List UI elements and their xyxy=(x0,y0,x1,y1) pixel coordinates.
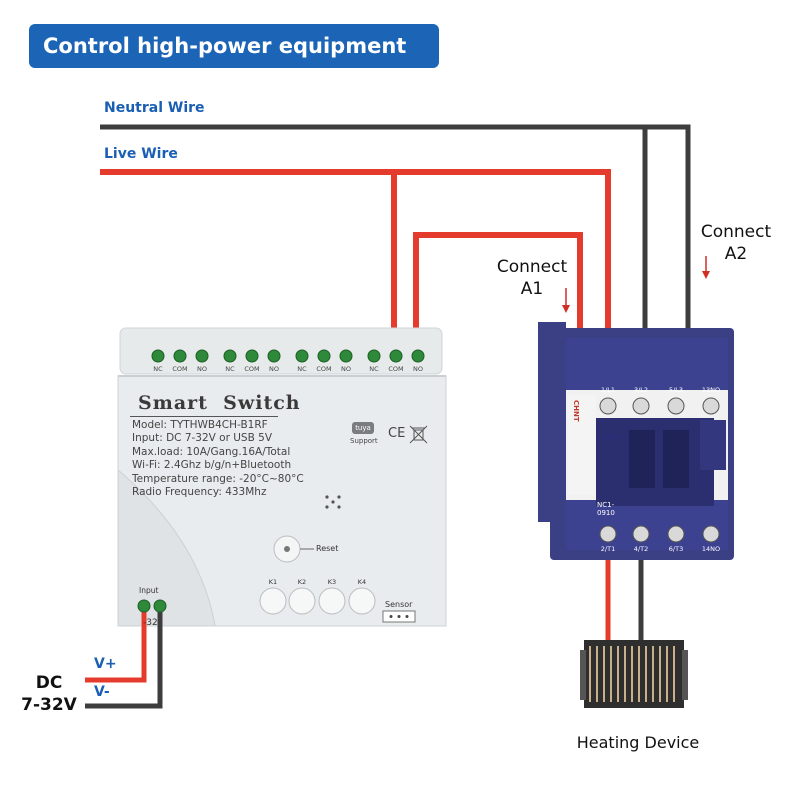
input-range-label: -32 xyxy=(143,618,158,628)
terminal-label: 2/T1 xyxy=(600,545,616,553)
no-to-a1-wire xyxy=(413,232,583,352)
terminal-label: NC xyxy=(297,365,307,373)
spec-line: Model: TYTHWB4CH-B1RF xyxy=(132,419,268,431)
contactor-brand-side: CHNT xyxy=(572,400,580,422)
bin-icon xyxy=(409,425,428,444)
contactor-body xyxy=(538,322,734,560)
sensor-label: Sensor xyxy=(385,600,413,609)
spec-line: Max.load: 10A/Gang.16A/Total xyxy=(132,445,291,458)
terminal-label: 3/L2 xyxy=(633,386,649,394)
terminal-label: COM xyxy=(244,365,260,373)
key-label-k3: K3 xyxy=(327,578,337,586)
terminal-label: NO xyxy=(197,365,207,373)
key-buttons xyxy=(259,587,376,615)
contactor-terminals xyxy=(599,397,720,543)
device-specs: Model: TYTHWB4CH-B1RF Input: DC 7-32V or… xyxy=(132,419,304,499)
terminal-label: COM xyxy=(316,365,332,373)
live-wire xyxy=(100,169,611,352)
page-title: Control high-power equipment xyxy=(29,24,439,68)
relay-terminals xyxy=(151,349,425,363)
terminal-labels: NC COM NO NC COM NO NC COM NO NC COM NO xyxy=(0,365,800,375)
key-label-k2: K2 xyxy=(297,578,307,586)
spec-line: Wi-Fi: 2.4Ghz b/g/n+Bluetooth xyxy=(132,459,292,472)
title-underline xyxy=(130,416,278,417)
contactor-brand: CHNT xyxy=(598,434,623,443)
key-label-k4: K4 xyxy=(357,578,367,586)
reset-button-shape xyxy=(273,535,314,563)
sensor-port xyxy=(382,610,416,623)
terminal-label: NC xyxy=(369,365,379,373)
terminal-label: COM xyxy=(388,365,404,373)
contactor-bottom-labels: 2/T1 4/T2 6/T3 14NO xyxy=(0,545,800,555)
contactor-top-labels: 1/L1 3/L2 5/L3 13NO xyxy=(0,386,800,396)
terminal-label: NC xyxy=(153,365,163,373)
terminal-label: 6/T3 xyxy=(668,545,684,553)
terminal-label: NC xyxy=(225,365,235,373)
tuya-logo: tuya xyxy=(352,422,374,434)
input-terminals xyxy=(137,599,167,613)
spec-line: Temperature range: -20°C~80°C xyxy=(132,472,304,485)
terminal-label: COM xyxy=(172,365,188,373)
vminus-label: V- xyxy=(94,684,110,700)
terminal-label: 4/T2 xyxy=(633,545,649,553)
neutral-wire-label: Neutral Wire xyxy=(104,100,205,116)
terminal-label: 5/L3 xyxy=(668,386,684,394)
spec-line: Input: DC 7-32V or USB 5V xyxy=(132,432,273,445)
smart-switch-body xyxy=(117,327,447,627)
dc-vminus-wire xyxy=(85,606,163,709)
terminal-label: 14NO xyxy=(701,545,721,553)
input-label: Input xyxy=(139,586,159,595)
contactor-model: NC1- 0910 xyxy=(597,501,615,517)
dc-vplus-wire xyxy=(85,606,147,683)
neutral-wire xyxy=(100,124,691,340)
heating-device-label: Heating Device xyxy=(576,733,700,752)
tuya-support-label: Support xyxy=(350,437,378,445)
key-label-k1: K1 xyxy=(268,578,278,586)
dc-supply-label: DC 7-32V xyxy=(21,673,77,715)
spec-line: Radio Frequency: 433Mhz xyxy=(132,486,267,499)
terminal-label: NO xyxy=(341,365,351,373)
connect-a1-label: Connect A1 xyxy=(496,257,568,299)
connect-a2-label: Connect A2 xyxy=(700,222,772,264)
live-wire-label: Live Wire xyxy=(104,146,178,162)
reset-label: Reset xyxy=(316,544,339,553)
device-title: Smart Switch xyxy=(138,392,301,414)
vplus-label: V+ xyxy=(94,656,117,672)
terminal-label: 13NO xyxy=(701,386,721,394)
heating-device-image xyxy=(580,640,688,708)
ce-mark: CE xyxy=(388,426,406,441)
terminal-label: 1/L1 xyxy=(600,386,616,394)
terminal-label: NO xyxy=(269,365,279,373)
terminal-label: NO xyxy=(413,365,423,373)
buzzer-holes xyxy=(325,495,341,509)
arrow-a1 xyxy=(562,288,570,313)
arrow-a2 xyxy=(702,256,710,279)
